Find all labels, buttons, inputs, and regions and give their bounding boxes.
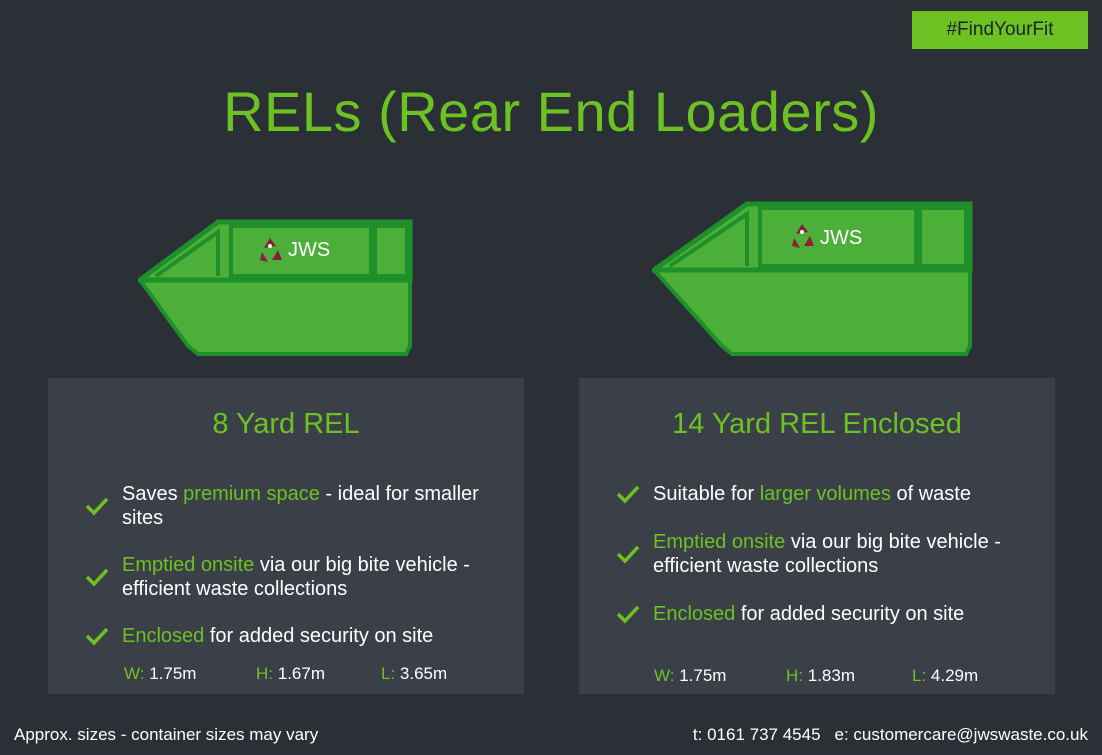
dimension-width: W: 1.75m bbox=[124, 664, 197, 683]
feature-list: Saves premium space - ideal for smaller … bbox=[84, 482, 504, 648]
size-disclaimer: Approx. sizes - container sizes may vary bbox=[14, 725, 319, 744]
feature-item: Saves premium space - ideal for smaller … bbox=[84, 482, 504, 530]
page-title: RELs (Rear End Loaders) bbox=[223, 80, 879, 143]
checkmark-icon bbox=[615, 484, 641, 504]
recycle-logo-icon bbox=[792, 224, 814, 248]
feature-item: Emptied onsite via our big bite vehicle … bbox=[615, 530, 1035, 578]
feature-item: Emptied onsite via our big bite vehicle … bbox=[84, 553, 504, 601]
product-title: 8 Yard REL bbox=[212, 408, 360, 440]
skip-14-yard-illustration: JWS bbox=[652, 196, 974, 356]
feature-item: Suitable for larger volumes of waste bbox=[615, 482, 1035, 506]
dimension-width: W: 1.75m bbox=[654, 666, 727, 685]
product-card-14-yard: 14 Yard REL Enclosed Suitable for larger… bbox=[579, 378, 1055, 694]
contact-info: t: 0161 737 4545 e: customercare@jwswaste… bbox=[693, 725, 1088, 745]
checkmark-icon bbox=[615, 544, 641, 564]
checkmark-icon bbox=[84, 496, 110, 516]
checkmark-icon bbox=[84, 626, 110, 646]
dimension-height: H: 1.67m bbox=[256, 664, 325, 683]
checkmark-icon bbox=[615, 604, 641, 624]
skip-icon: JWS bbox=[652, 201, 973, 356]
phone-number[interactable]: t: 0161 737 4545 bbox=[692, 725, 821, 744]
dimension-length: L: 4.29m bbox=[912, 666, 979, 685]
product-title: 14 Yard REL Enclosed bbox=[672, 408, 962, 440]
feature-item: Enclosed for added security on site bbox=[84, 624, 504, 648]
skip-8-yard-illustration: JWS bbox=[138, 214, 418, 356]
brand-logo-text: JWS bbox=[820, 227, 862, 249]
feature-item: Enclosed for added security on site bbox=[615, 602, 1035, 626]
checkmark-icon bbox=[84, 567, 110, 587]
brand-logo-text: JWS bbox=[288, 239, 330, 261]
feature-list: Suitable for larger volumes of waste Emp… bbox=[615, 482, 1035, 626]
email-address[interactable]: e: customercare@jwswaste.co.uk bbox=[834, 725, 1088, 744]
product-card-8-yard: 8 Yard REL Saves premium space - ideal f… bbox=[48, 378, 524, 694]
recycle-logo-icon bbox=[260, 238, 282, 262]
dimension-height: H: 1.83m bbox=[786, 666, 855, 685]
dimension-length: L: 3.65m bbox=[381, 664, 448, 683]
skip-icon: JWS bbox=[138, 219, 413, 356]
hashtag-badge: #FindYourFit bbox=[912, 11, 1088, 49]
